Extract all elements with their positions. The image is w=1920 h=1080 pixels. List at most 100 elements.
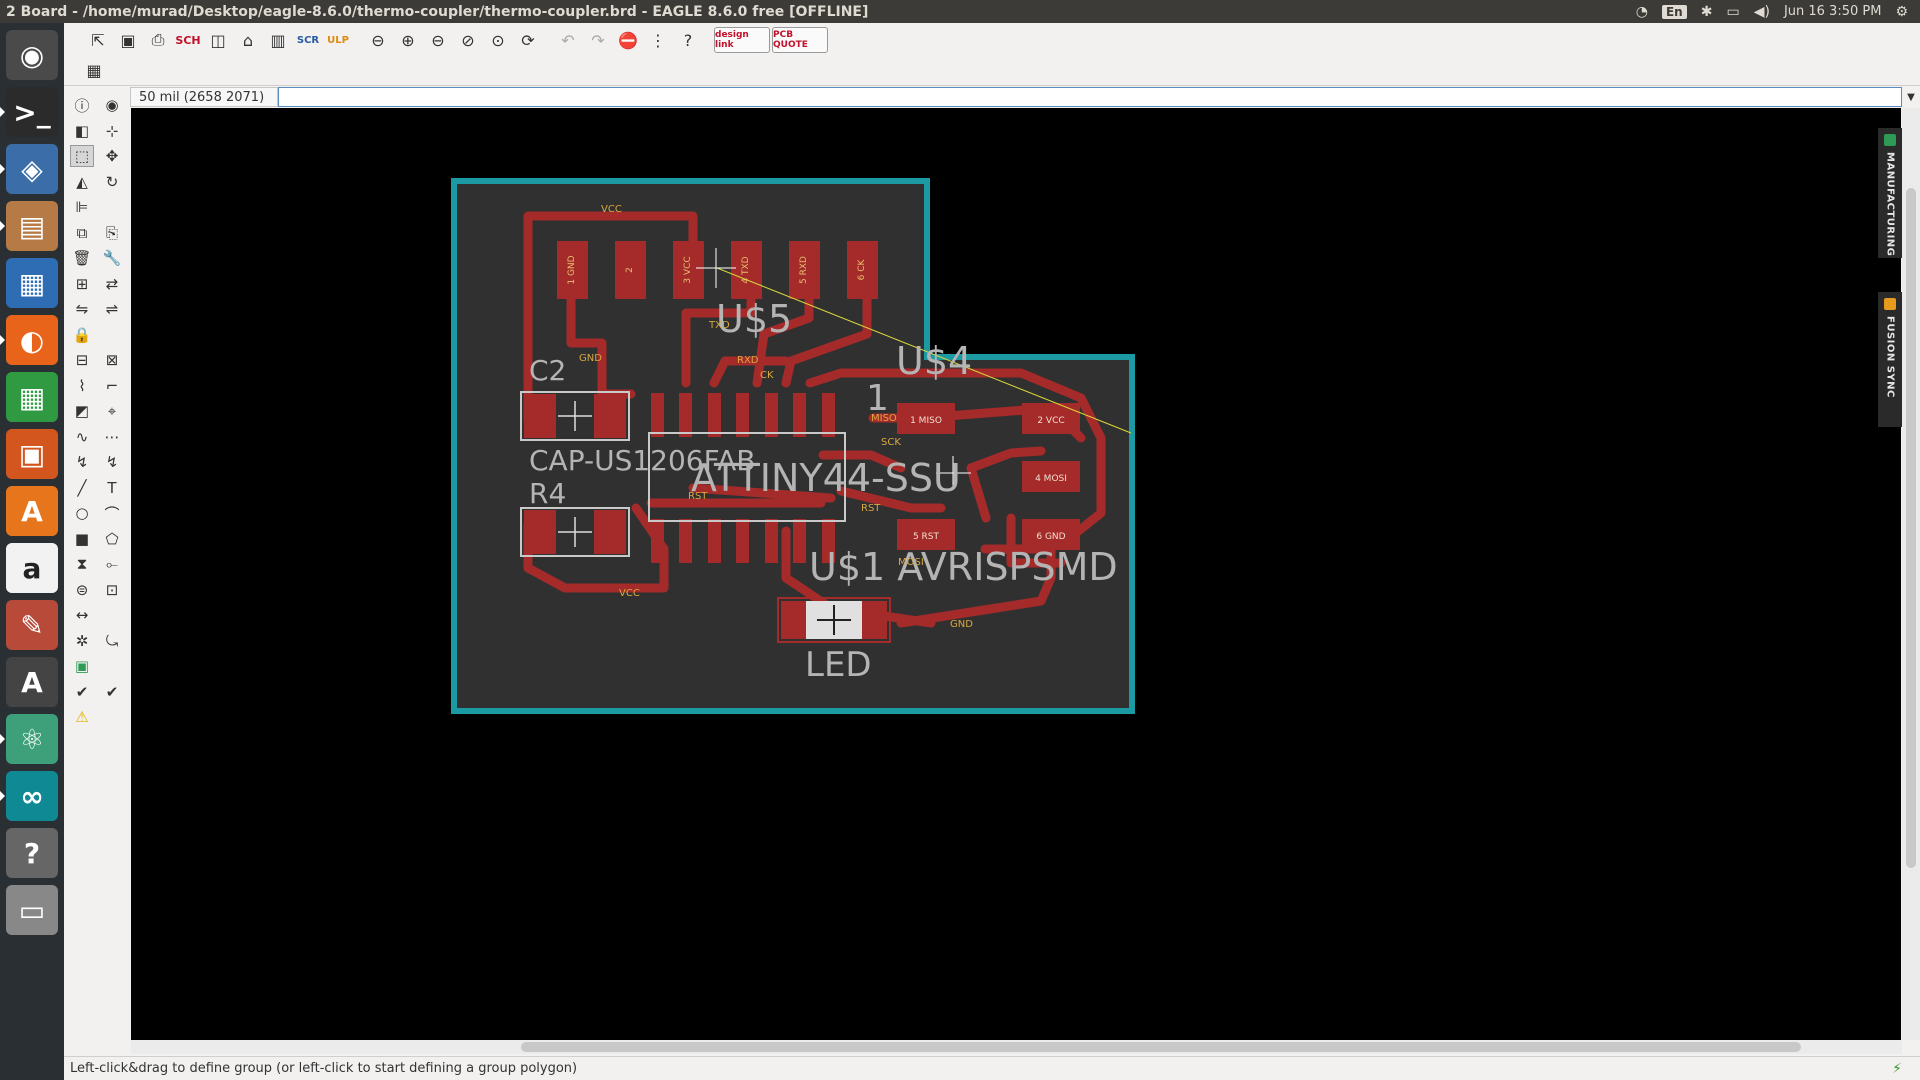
value-icon[interactable]: ⊠ xyxy=(105,351,119,369)
help-icon[interactable]: ? xyxy=(683,30,693,50)
text-icon[interactable]: T xyxy=(107,478,117,497)
zoom-select-icon[interactable]: ⊘ xyxy=(461,30,475,50)
smash-icon[interactable]: ⊟ xyxy=(75,351,89,369)
settings-launcher-icon[interactable]: ✎ xyxy=(6,600,58,650)
files-launcher-icon[interactable]: ▤ xyxy=(0,201,58,251)
drive-launcher-icon[interactable]: ▭ xyxy=(6,885,58,935)
arc-icon[interactable]: ⌒ xyxy=(104,504,120,523)
zoom-fit-icon[interactable]: ⊖ xyxy=(371,30,385,50)
delete-icon[interactable]: 🗑 xyxy=(72,249,92,267)
pcb-quote-button[interactable]: PCB QUOTE xyxy=(772,27,828,53)
circle-icon[interactable]: ○ xyxy=(75,504,89,522)
via-icon[interactable]: ⧗ xyxy=(76,555,88,573)
firefox-launcher-icon[interactable]: ◐ xyxy=(0,315,58,365)
volume-icon[interactable]: ◀) xyxy=(1753,3,1770,20)
zoom-area-icon[interactable]: ⊙ xyxy=(491,30,505,50)
attribute-icon[interactable]: ⊡ xyxy=(105,580,119,599)
horizontal-scroll-thumb[interactable] xyxy=(521,1042,1801,1052)
mark-icon[interactable]: ⊹ xyxy=(105,121,119,140)
meander-icon[interactable]: ∿ xyxy=(75,427,89,446)
save-icon[interactable]: ▣ xyxy=(120,30,136,50)
redraw-icon[interactable]: ⟳ xyxy=(521,30,535,50)
fanout-icon[interactable]: ↯ xyxy=(105,453,119,471)
keyboard-language[interactable]: En xyxy=(1661,4,1687,19)
vertical-scroll-thumb[interactable] xyxy=(1906,188,1916,868)
terminal-launcher-icon[interactable]: >_ xyxy=(0,87,58,137)
polygon-icon[interactable]: ⬠ xyxy=(105,529,119,548)
select-icon[interactable]: ⬚ xyxy=(70,145,94,167)
chevron-down-icon[interactable]: ▼ xyxy=(1907,91,1915,103)
autorouter-icon[interactable]: ⤿ xyxy=(105,631,119,650)
cad-app-launcher-icon[interactable]: ◈ xyxy=(0,144,58,194)
amazon-launcher-icon[interactable]: a xyxy=(6,543,58,593)
grid-icon[interactable]: ▦ xyxy=(86,61,102,80)
stop-icon[interactable]: ⛔ xyxy=(618,30,638,50)
design-link-button[interactable]: design link xyxy=(714,27,770,53)
horizontal-scrollbar[interactable] xyxy=(131,1040,1902,1054)
ripup-icon[interactable]: ↯ xyxy=(75,453,89,471)
schematic-icon[interactable]: SCH xyxy=(175,33,201,47)
align-icon[interactable]: ⊫ xyxy=(75,198,89,216)
command-input[interactable] xyxy=(278,87,1902,107)
redo-icon[interactable]: ↷ xyxy=(591,30,605,50)
drc-icon[interactable]: ✔ xyxy=(105,682,119,701)
ulp-icon[interactable]: ULP xyxy=(327,34,349,46)
help-launcher-icon[interactable]: ? xyxy=(6,828,58,878)
wifi-icon[interactable]: ◔ xyxy=(1635,3,1648,20)
ubuntu-dash-launcher-icon[interactable]: ◉ xyxy=(6,30,58,80)
replace-icon[interactable]: ⇄ xyxy=(105,274,119,293)
board-icon[interactable]: ⌂ xyxy=(242,30,254,50)
route-icon[interactable]: ⌖ xyxy=(107,402,117,420)
miter-icon[interactable]: ⌐ xyxy=(105,376,119,395)
split-icon[interactable]: ⌇ xyxy=(78,376,86,395)
cam-icon[interactable]: ◫ xyxy=(210,30,226,50)
paste-icon[interactable]: ⎘ xyxy=(105,223,118,242)
arduino-launcher-icon[interactable]: ∞ xyxy=(0,771,58,821)
zoom-out-icon[interactable]: ⊖ xyxy=(431,30,445,50)
hole-icon[interactable]: ⊜ xyxy=(75,580,89,599)
undo-icon[interactable]: ↶ xyxy=(561,30,575,50)
lock-icon[interactable]: 🔒 xyxy=(72,325,92,344)
layers-icon[interactable]: ◧ xyxy=(74,121,90,140)
calc-launcher-icon[interactable]: ▦ xyxy=(6,372,58,422)
writer-launcher-icon[interactable]: ▦ xyxy=(6,258,58,308)
software-center-launcher-icon[interactable]: A xyxy=(6,486,58,536)
updater-launcher-icon[interactable]: A xyxy=(6,657,58,707)
warning-icon[interactable]: ⚠ xyxy=(75,708,89,726)
library-icon[interactable]: ▥ xyxy=(270,30,286,50)
mirror-icon[interactable]: ◭ xyxy=(76,172,88,191)
optimize-icon[interactable]: ◩ xyxy=(74,402,90,420)
ratsnest-icon[interactable]: ✲ xyxy=(75,631,89,650)
atom-launcher-icon[interactable]: ⚛ xyxy=(0,714,58,764)
battery-icon[interactable]: ▭ xyxy=(1726,3,1740,20)
rect-icon[interactable]: ■ xyxy=(74,529,90,548)
copy-icon[interactable]: ⧉ xyxy=(76,223,88,242)
wire-icon[interactable]: ╱ xyxy=(77,478,87,497)
fusion-sync-panel-tab[interactable]: FUSION SYNC xyxy=(1878,292,1902,427)
wrench-icon[interactable]: 🔧 xyxy=(102,249,122,267)
zoom-in-icon[interactable]: ⊕ xyxy=(401,30,415,50)
dimension-icon[interactable]: ↔ xyxy=(75,606,89,624)
open-icon[interactable]: ⇱ xyxy=(91,30,105,50)
erc-icon[interactable]: ✔ xyxy=(75,682,89,701)
drc-green-icon[interactable]: ▣ xyxy=(74,657,90,675)
signal-icon[interactable]: ⟜ xyxy=(105,555,118,573)
eye-icon[interactable]: ◉ xyxy=(105,96,119,114)
autoroute-icon[interactable]: ⋯ xyxy=(104,427,120,446)
gear-icon[interactable]: ⚙ xyxy=(1895,3,1908,20)
impress-launcher-icon[interactable]: ▣ xyxy=(6,429,58,479)
print-icon[interactable]: ⎙ xyxy=(151,30,165,49)
go-icon[interactable]: ⋮ xyxy=(650,30,666,50)
info-icon[interactable]: ⓘ xyxy=(74,96,90,115)
clock[interactable]: Jun 16 3:50 PM xyxy=(1783,4,1882,19)
add-icon[interactable]: ⊞ xyxy=(75,274,89,293)
move-icon[interactable]: ✥ xyxy=(105,147,119,165)
vertical-scrollbar[interactable] xyxy=(1902,108,1920,1040)
rotate-icon[interactable]: ↻ xyxy=(105,172,119,191)
gateswap-icon[interactable]: ⇌ xyxy=(105,300,119,318)
script-icon[interactable]: SCR xyxy=(296,34,320,46)
swap-icon[interactable]: ⇋ xyxy=(75,300,89,318)
bluetooth-icon[interactable]: ✱ xyxy=(1700,3,1713,20)
